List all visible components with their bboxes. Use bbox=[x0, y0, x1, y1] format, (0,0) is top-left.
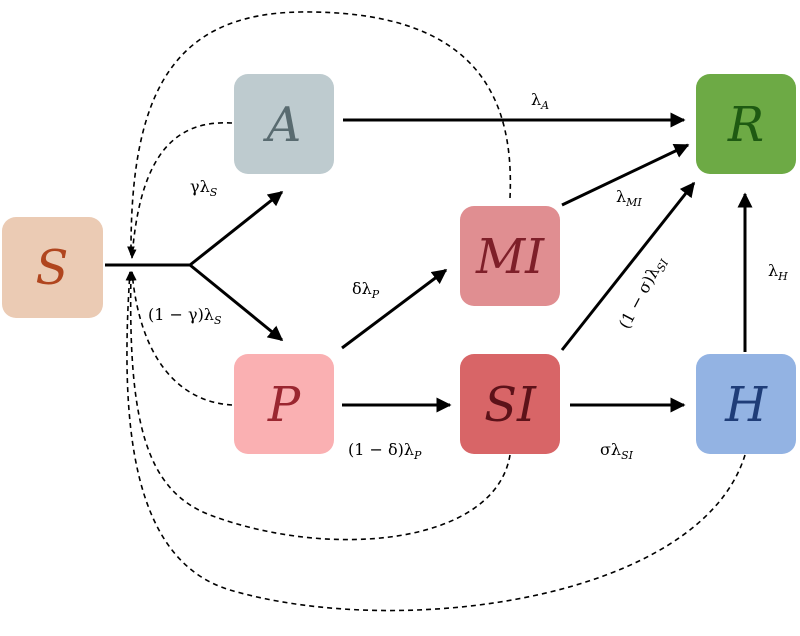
edge-s-to-a bbox=[189, 190, 284, 267]
node-p-box bbox=[234, 354, 334, 454]
edge-label-a-to-r: λA bbox=[531, 90, 549, 112]
node-mi-label: MI bbox=[475, 229, 545, 285]
node-h: H bbox=[696, 354, 796, 454]
node-r-label: R bbox=[727, 97, 764, 153]
node-si: SI bbox=[460, 354, 560, 454]
node-mi-box bbox=[460, 206, 560, 306]
node-h-label: H bbox=[724, 377, 768, 433]
edge-a-to-s-dashed bbox=[128, 122, 233, 259]
edge-label-p-to-mi: δλP bbox=[352, 279, 380, 301]
node-s: S bbox=[2, 217, 103, 318]
edge-p-to-mi bbox=[341, 268, 448, 350]
edge-label-p-to-si: (1 − δ)λP bbox=[348, 440, 422, 462]
edge-p-to-s-dashed bbox=[128, 271, 233, 406]
node-si-label: SI bbox=[484, 377, 537, 433]
edge-h-to-s-dashed bbox=[125, 271, 746, 612]
node-a: A bbox=[234, 74, 334, 174]
node-h-box bbox=[696, 354, 796, 454]
node-r-box bbox=[696, 74, 796, 174]
node-s-box bbox=[2, 217, 103, 318]
node-mi: MI bbox=[460, 206, 560, 306]
edge-label-h-to-r: λH bbox=[768, 261, 788, 283]
edge-mi-to-r bbox=[561, 143, 690, 207]
edge-si-to-r bbox=[560, 181, 696, 351]
node-p-label: P bbox=[267, 377, 301, 433]
edge-mi-to-s-dashed bbox=[127, 11, 512, 256]
edge-label-si-to-h: σλSI bbox=[600, 440, 634, 462]
edge-label-s-to-p: (1 − γ)λS bbox=[148, 305, 222, 327]
node-a-box bbox=[234, 74, 334, 174]
node-p: P bbox=[234, 354, 334, 454]
node-a-label: A bbox=[263, 97, 302, 153]
node-s-label: S bbox=[36, 240, 69, 296]
edge-label-mi-to-r: λMI bbox=[616, 187, 642, 209]
edge-si-to-s-dashed bbox=[126, 271, 511, 541]
edge-label-si-to-r: (1 − σ)λSI bbox=[615, 252, 672, 333]
edge-label-s-to-a: γλS bbox=[190, 177, 218, 199]
node-r: R bbox=[696, 74, 796, 174]
node-si-box bbox=[460, 354, 560, 454]
edge-s-to-p bbox=[189, 263, 284, 342]
